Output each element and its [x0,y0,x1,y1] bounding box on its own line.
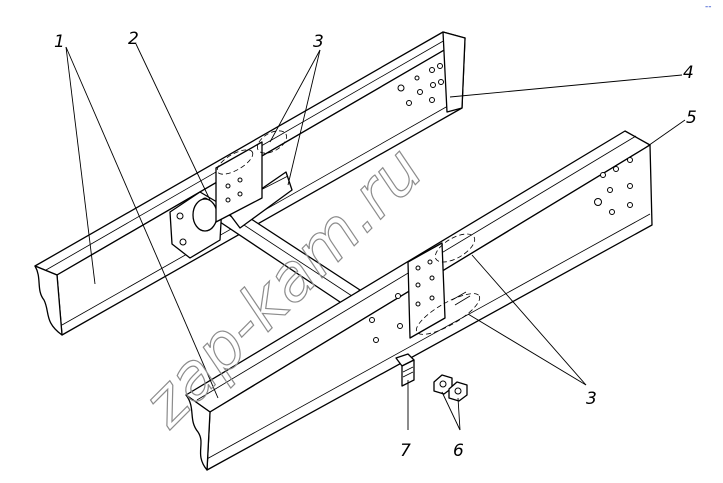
nuts [433,374,468,402]
callout-5: 5 [686,108,697,128]
weld-zones [216,130,481,335]
callout-7: 7 [400,441,411,461]
bolt [395,353,415,387]
right-side-member [185,130,653,471]
callout-6: 6 [453,441,464,461]
callout-3-lower: 3 [586,389,597,409]
callout-3-upper: 3 [313,32,324,52]
callout-2: 2 [128,29,139,49]
callout-1: 1 [54,32,65,52]
callout-4: 4 [683,63,694,83]
leader-lines [65,43,686,431]
corner-mark: -- [705,2,712,12]
cross-member-tube [169,141,361,305]
